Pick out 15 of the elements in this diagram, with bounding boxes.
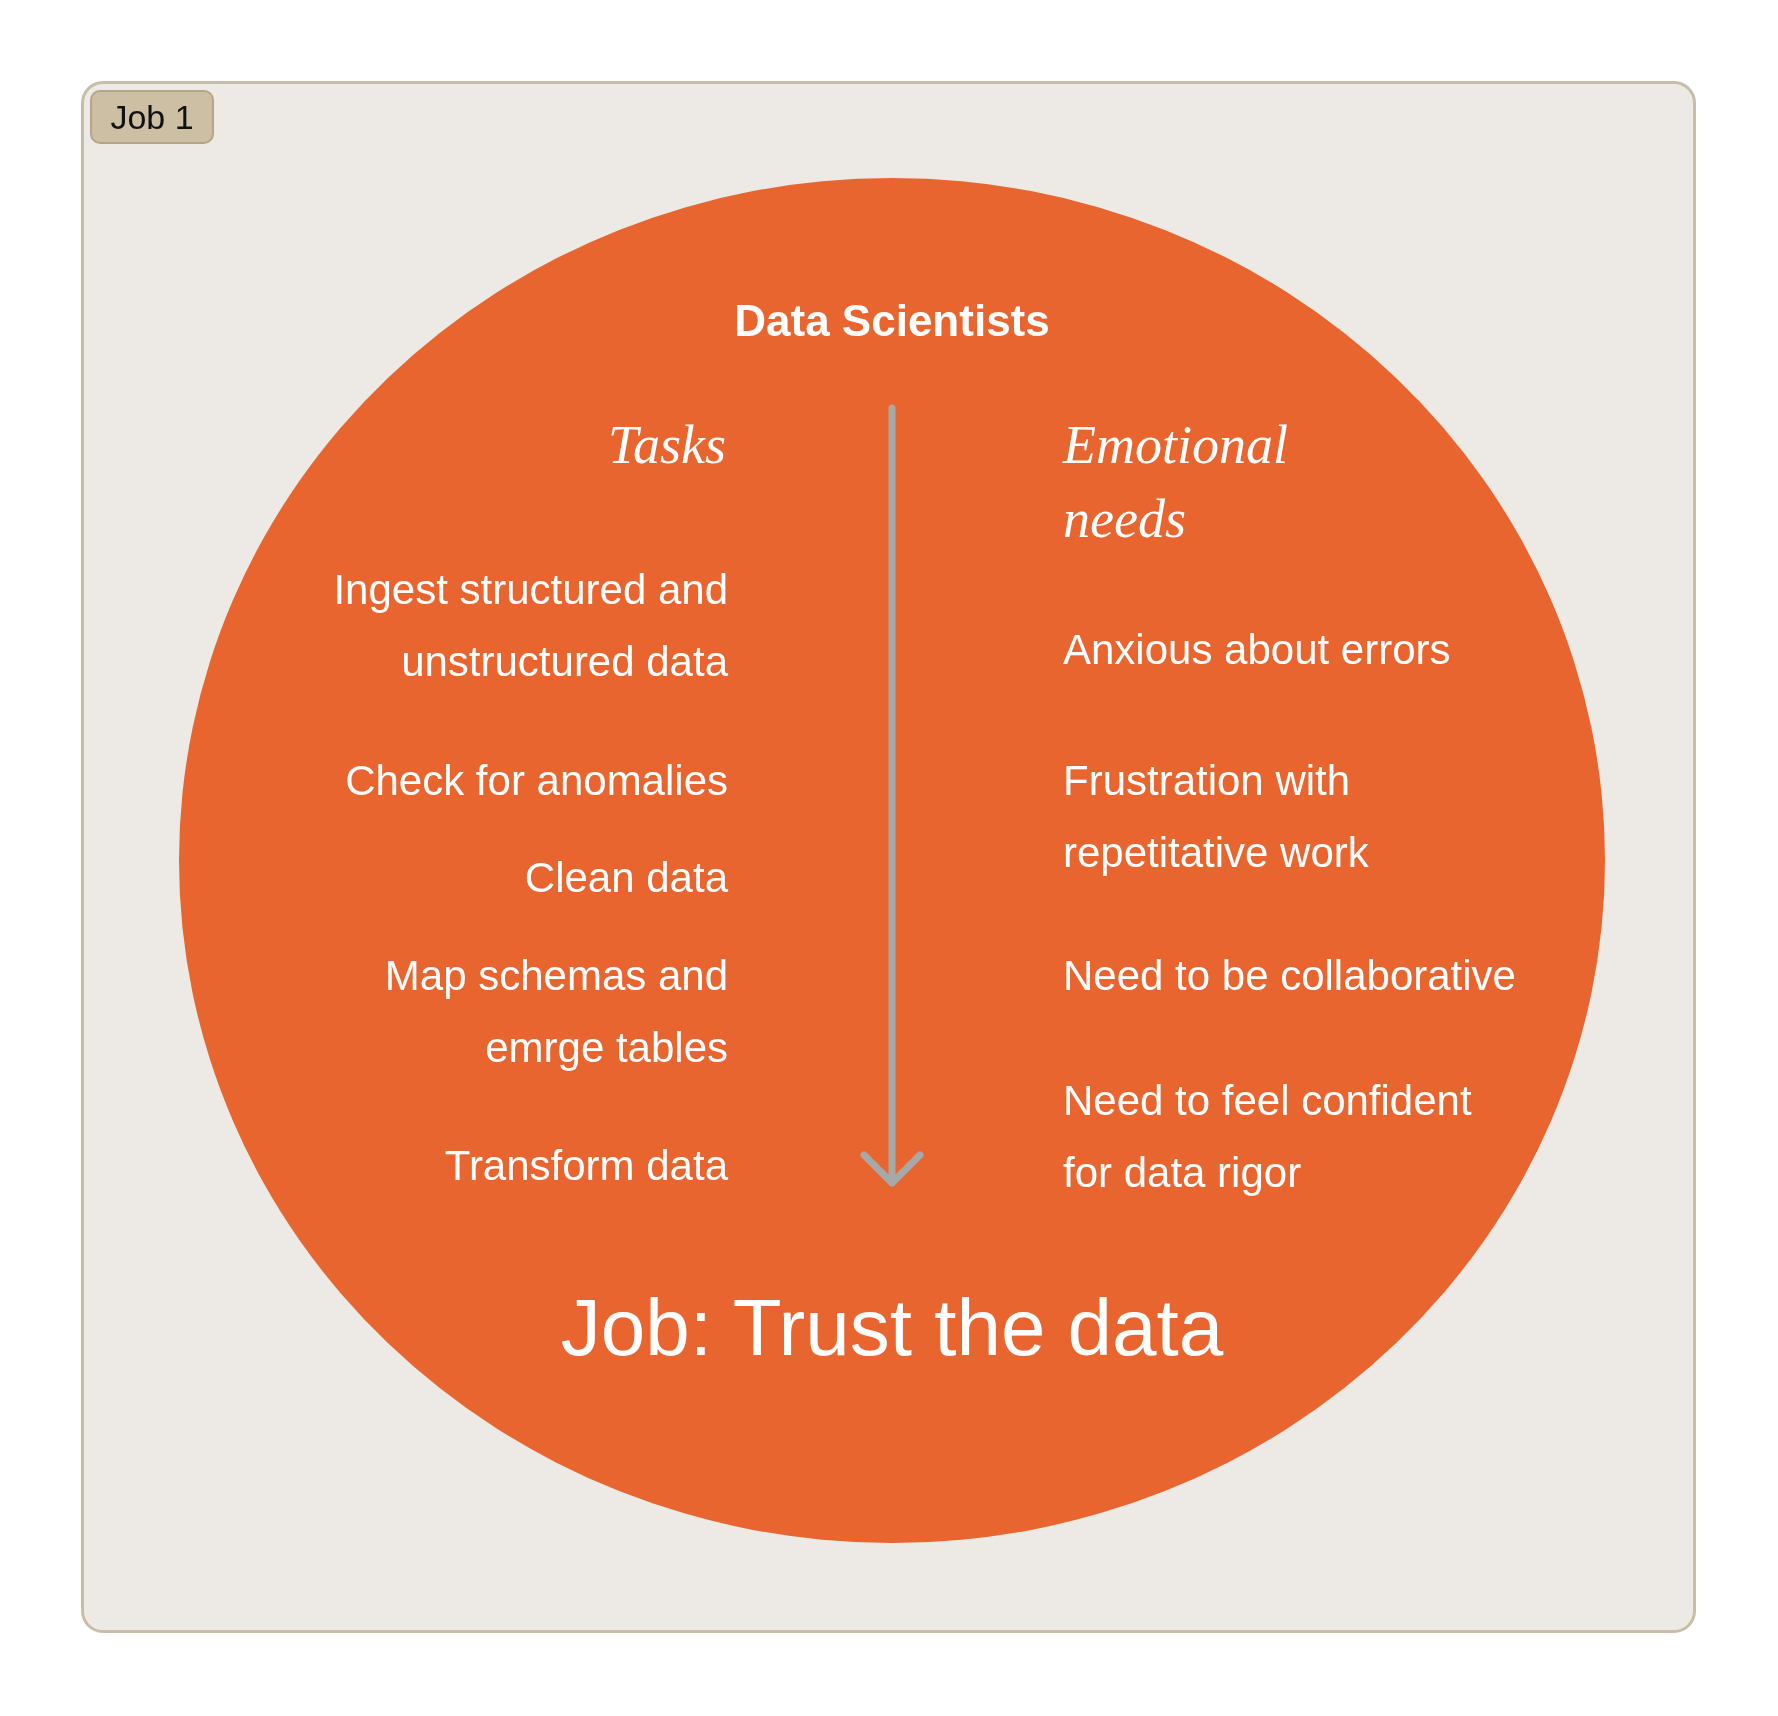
need-text: Anxious about errors <box>1063 625 1452 675</box>
task-text: Map schemas and emrge tables <box>383 951 728 1073</box>
group-title: Data Scientists <box>733 295 1051 347</box>
need-text: Need to be collaborative <box>1063 951 1517 1001</box>
tag-badge: Job 1 <box>90 90 214 144</box>
task-text: Ingest structured and unstructured data <box>332 565 728 687</box>
need-text: Frustration with repetitative work <box>1063 756 1370 878</box>
column-heading: Emotional needs <box>1063 414 1289 551</box>
task-text: Clean data <box>523 853 728 903</box>
column-heading: Tasks <box>606 414 726 477</box>
task-text: Check for anomalies <box>344 756 728 806</box>
job-statement: Job: Trust the data <box>559 1282 1225 1374</box>
need-text: Need to feel confident for data rigor <box>1063 1076 1473 1198</box>
task-text: Transform data <box>443 1141 728 1191</box>
panel-background <box>81 81 1696 1633</box>
